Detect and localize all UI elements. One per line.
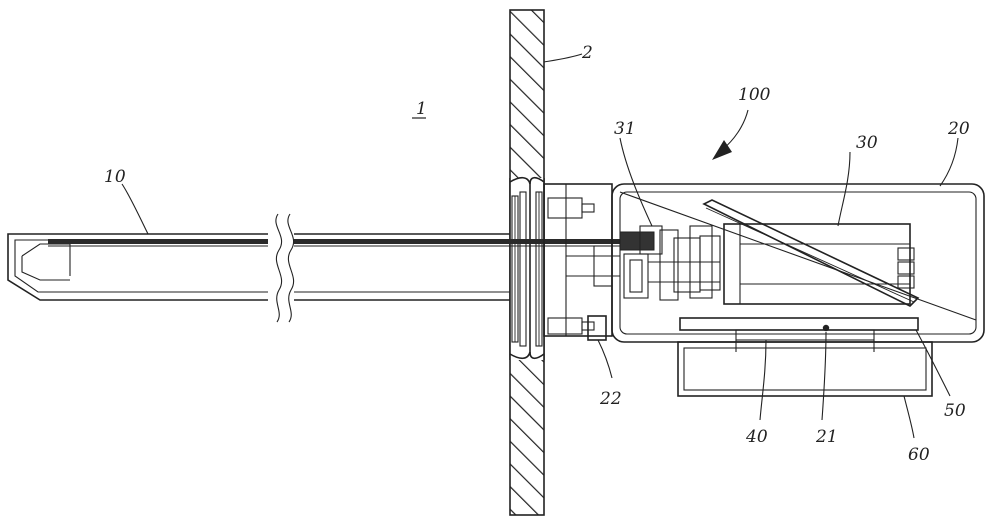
label-apparatus: 100 [738, 85, 771, 105]
label-space: 1 [416, 99, 427, 119]
coupling [620, 226, 720, 300]
label-wall: 2 [581, 43, 593, 63]
label-coupling: 31 [614, 119, 636, 139]
board [736, 330, 874, 352]
label-bracket: 50 [944, 401, 966, 421]
label-probe: 10 [104, 167, 126, 187]
label-sensor: 22 [599, 389, 622, 409]
bracket [680, 318, 918, 330]
mounting-block [544, 184, 620, 336]
pivot-point [823, 325, 829, 331]
base [678, 342, 932, 396]
label-pivot: 21 [815, 427, 838, 447]
label-base: 60 [908, 445, 930, 465]
label-housing: 20 [947, 119, 970, 139]
actuator [704, 200, 918, 306]
label-board: 40 [745, 427, 768, 447]
label-actuator: 30 [856, 133, 878, 153]
